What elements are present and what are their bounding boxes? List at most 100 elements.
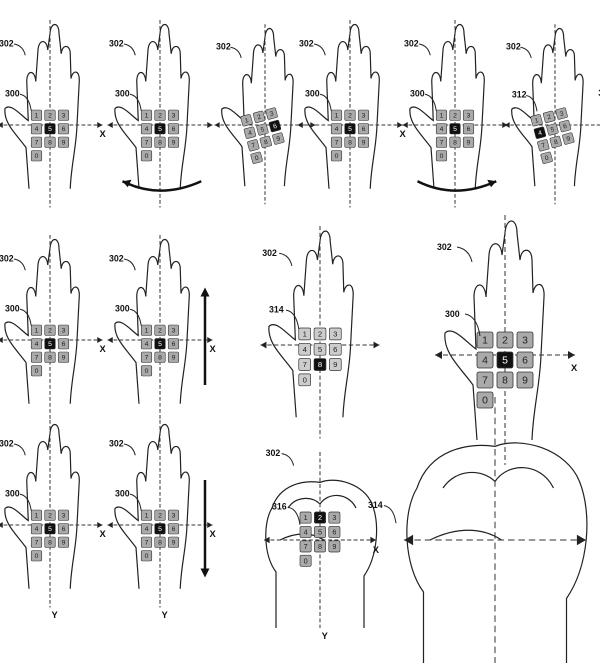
key-label: 5 (48, 526, 52, 533)
reference-label: 302 (0, 253, 14, 263)
axis-x-label: X (100, 344, 107, 354)
leader-line (123, 43, 136, 56)
key-9 (272, 132, 285, 145)
key-0 (299, 554, 312, 567)
key-label: 1 (304, 513, 308, 522)
key-4 (243, 126, 257, 139)
key-0 (298, 373, 311, 387)
key-0 (330, 150, 343, 162)
leader-line (129, 93, 142, 111)
key-1 (435, 109, 448, 121)
hand-outline (511, 27, 584, 187)
hand-outline (304, 23, 380, 189)
key-label: 8 (263, 139, 269, 147)
key-2 (449, 109, 461, 121)
key-6 (167, 338, 180, 350)
key-label: 6 (332, 527, 336, 536)
key-label: 0 (145, 368, 149, 375)
axis-y-label: Y (162, 610, 169, 620)
key-label: 7 (304, 542, 308, 551)
key-label: 2 (48, 328, 52, 335)
key-7 (140, 136, 153, 148)
key-8 (259, 135, 272, 149)
key-label: 7 (440, 140, 444, 147)
key-4 (476, 351, 494, 369)
reference-label: 302 (404, 38, 419, 48)
key-label: 8 (158, 540, 162, 547)
key-label: 3 (172, 113, 176, 120)
key-label: 8 (48, 540, 52, 547)
key-2 (344, 109, 356, 121)
key-8 (549, 135, 562, 149)
axis-x-label: X (100, 129, 107, 139)
key-label: 1 (35, 513, 39, 520)
reference-label: 300 (115, 304, 130, 314)
key-4 (298, 342, 311, 356)
key-label: 1 (482, 336, 488, 347)
key-7 (330, 136, 343, 148)
key-7 (140, 536, 153, 548)
hand-outline (221, 27, 294, 187)
reference-label: 300 (115, 89, 130, 99)
key-label: 6 (467, 126, 471, 133)
rotation-arrowhead (487, 179, 497, 188)
key-0 (30, 550, 43, 562)
key-3 (329, 327, 342, 341)
key-label: 6 (172, 126, 176, 133)
key-1 (240, 114, 253, 127)
key-9 (462, 136, 475, 148)
reference-label: 302 (299, 38, 314, 48)
key-label: 5 (158, 341, 162, 348)
key-4 (533, 126, 547, 139)
key-label: 4 (35, 341, 39, 348)
hand-outline (4, 238, 80, 404)
key-1 (299, 511, 312, 524)
key-8 (154, 136, 166, 148)
key-label: 0 (335, 153, 339, 160)
reference-label: 302 (109, 38, 124, 48)
key-5 (496, 351, 514, 369)
key-label: 5 (502, 356, 508, 367)
reference-label: 302 (437, 242, 452, 252)
key-5 (256, 123, 269, 136)
key-label: 2 (547, 114, 553, 122)
key-6 (167, 523, 180, 535)
key-9 (167, 351, 180, 363)
key-label: 7 (145, 355, 149, 362)
key-label: 5 (348, 126, 352, 133)
leader-line (319, 93, 332, 111)
reference-label: 316 (272, 502, 287, 512)
key-3 (462, 109, 475, 121)
leader-line (281, 453, 295, 466)
key-3 (167, 109, 180, 121)
key-3 (167, 324, 180, 336)
key-label: 4 (482, 356, 488, 367)
rotation-arrow (121, 180, 202, 192)
key-4 (140, 338, 153, 350)
leader-line (520, 46, 532, 59)
leader-line (230, 46, 242, 59)
key-6 (558, 119, 572, 133)
key-label: 5 (550, 126, 556, 134)
key-label: 5 (158, 526, 162, 533)
key-label: 7 (303, 360, 307, 369)
key-6 (57, 523, 70, 535)
key-label: 2 (48, 513, 52, 520)
key-0 (476, 391, 494, 409)
key-label: 1 (303, 330, 307, 339)
key-3 (328, 511, 341, 524)
key-label: 0 (304, 556, 308, 565)
